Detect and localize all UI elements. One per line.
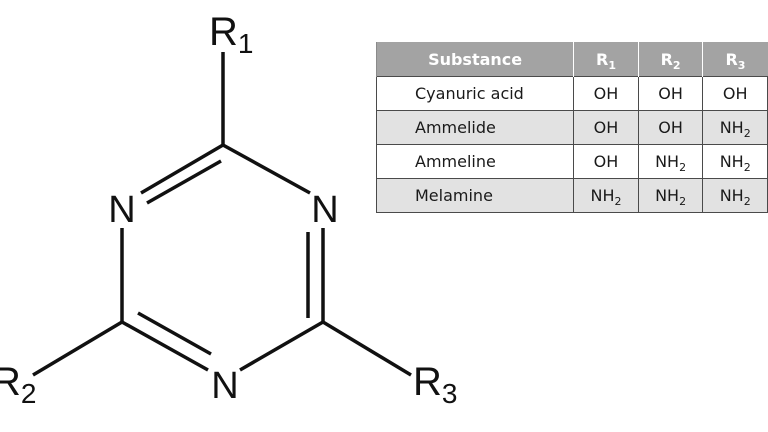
header-r2-index: 2 — [672, 58, 681, 72]
substituent-r1-label: R1 — [209, 10, 253, 59]
header-substance: Substance — [375, 42, 574, 77]
r3-sub: 2 — [743, 195, 751, 209]
substituent-r3-label: R3 — [413, 360, 457, 409]
r2-base: NH — [655, 186, 680, 205]
substance-name: Melamine — [375, 178, 575, 213]
r2-sub: 2 — [679, 161, 687, 175]
substance-name: Ammeline — [375, 144, 575, 179]
header-r1-index: 1 — [608, 58, 616, 72]
substance-name: Cyanuric acid — [375, 76, 575, 111]
r1-base: OH — [593, 118, 619, 137]
r2-base: NH — [655, 152, 680, 171]
r1-cell: OH — [573, 144, 639, 179]
r3-base: NH — [719, 186, 744, 205]
r2-cell: OH — [637, 76, 704, 111]
r3-cell: NH2 — [702, 178, 768, 213]
r3-cell: NH2 — [702, 110, 768, 145]
bond-r3 — [322, 320, 412, 377]
header-r3: R3 — [702, 42, 768, 77]
r3-sub: 2 — [743, 127, 751, 141]
r2-base: OH — [658, 84, 683, 103]
r2-cell: NH2 — [637, 144, 704, 179]
r1-index: 1 — [238, 28, 254, 59]
header-r2-letter: R — [660, 49, 673, 69]
table-header-row: Substance R1 R2 R3 — [375, 42, 768, 77]
table-row: Ammelide OH OH NH2 — [375, 110, 768, 145]
header-r3-index: 3 — [737, 58, 746, 72]
r2-sub: 2 — [679, 195, 687, 209]
r1-base: NH — [590, 186, 615, 205]
r2-cell: NH2 — [637, 178, 704, 213]
table-row: Ammeline OH NH2 NH2 — [375, 144, 768, 179]
r3-base: OH — [722, 84, 748, 103]
atom-n-left: N — [108, 189, 135, 231]
bond-c3-n-bottom — [239, 320, 324, 372]
r1-cell: OH — [573, 110, 639, 145]
r2-index: 2 — [21, 378, 37, 409]
bond-c2-n-bottom-double — [137, 311, 212, 356]
bond-c1-n-left-double — [146, 159, 222, 205]
substance-name: Ammelide — [375, 110, 575, 145]
header-r3-letter: R — [725, 49, 738, 69]
r3-index: 3 — [442, 378, 458, 409]
r1-sub: 2 — [614, 195, 622, 209]
r3-sub: 2 — [743, 161, 751, 175]
bond-c1-n-right — [222, 143, 311, 195]
substituent-r2-label: R2 — [0, 360, 36, 409]
r1-letter: R — [209, 10, 238, 54]
atom-n-bottom: N — [211, 365, 238, 407]
r2-letter: R — [0, 360, 21, 404]
header-r1-letter: R — [595, 49, 609, 69]
table-row: Cyanuric acid OH OH OH — [375, 76, 768, 111]
r1-base: OH — [593, 84, 619, 103]
r2-base: OH — [658, 118, 683, 137]
atom-n-right: N — [311, 189, 338, 231]
header-r2: R2 — [637, 42, 703, 77]
r3-cell: OH — [702, 76, 768, 111]
bond-c1-n-left — [140, 143, 224, 195]
r1-cell: NH2 — [573, 178, 639, 213]
bond-c2-n-bottom — [121, 320, 209, 372]
r1-base: OH — [593, 152, 619, 171]
r3-cell: NH2 — [702, 144, 768, 179]
r1-cell: OH — [573, 76, 639, 111]
table-row: Melamine NH2 NH2 NH2 — [375, 178, 768, 213]
header-r1: R1 — [573, 42, 639, 77]
r3-letter: R — [413, 360, 442, 404]
r3-base: NH — [719, 152, 744, 171]
r3-base: NH — [719, 118, 744, 137]
bond-r2 — [32, 320, 123, 377]
r2-cell: OH — [637, 110, 704, 145]
substance-table: Substance R1 R2 R3 Cyanuric acid OH OH O… — [375, 42, 768, 213]
